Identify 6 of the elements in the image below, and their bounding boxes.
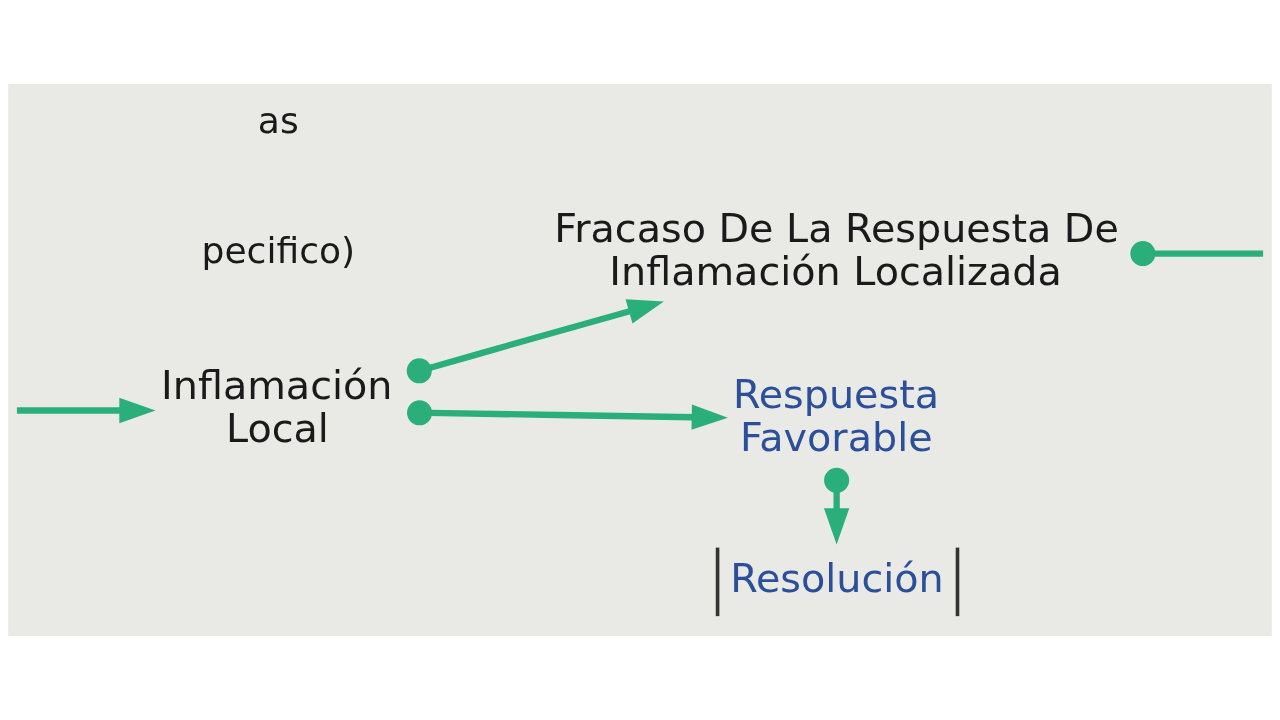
node-text: Fracaso De La Respuesta De Inflamación Localizada: [554, 205, 1119, 295]
node-text: Resolución: [730, 554, 944, 601]
node-text: Inflamación Local: [161, 361, 393, 452]
node-text: Respuesta Favorable: [732, 370, 940, 461]
label: as: [257, 99, 299, 142]
label: pecifico): [201, 229, 356, 272]
